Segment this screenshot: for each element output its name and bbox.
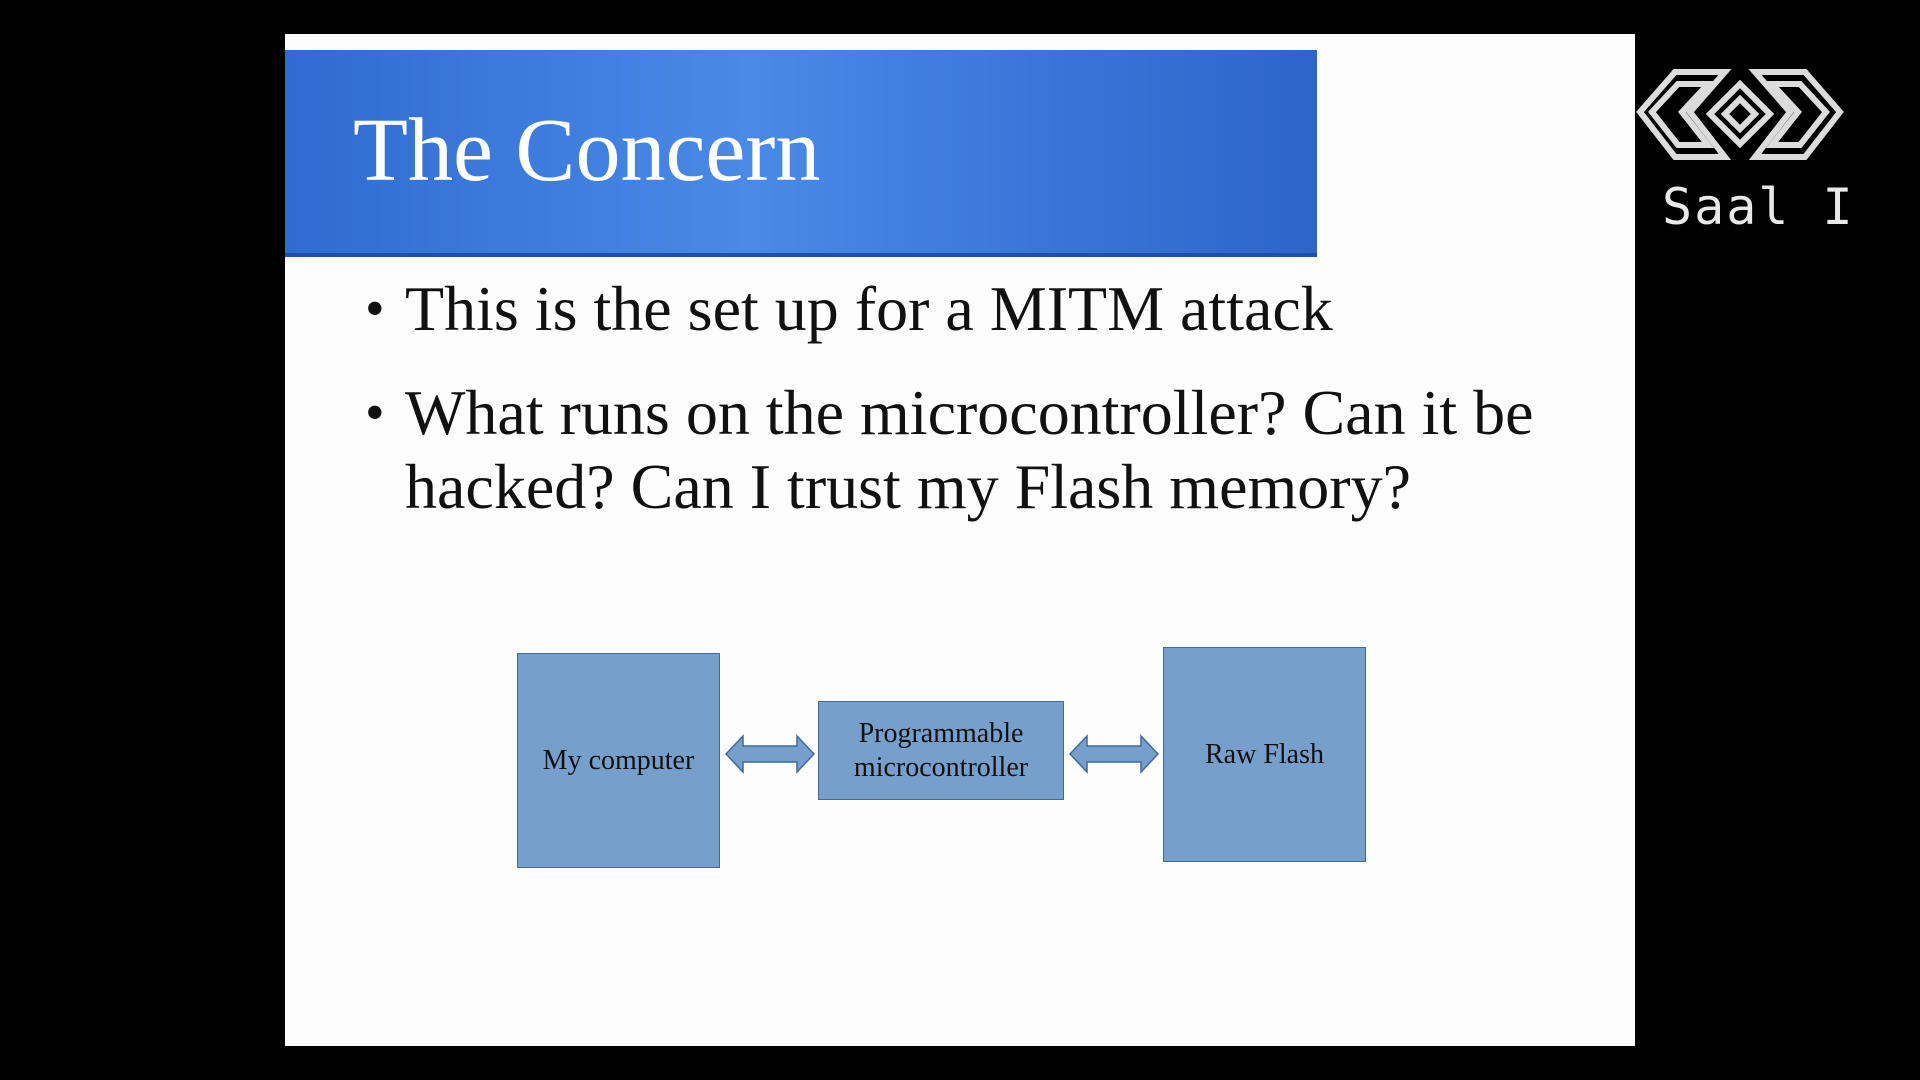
bullet-text: What runs on the microcontroller? Can it… xyxy=(405,377,1534,522)
slide-title: The Concern xyxy=(353,101,821,200)
bullet-list: • This is the set up for a MITM attack •… xyxy=(365,272,1585,554)
diagram-node-computer: My computer xyxy=(517,653,720,868)
room-label: Saal I xyxy=(1662,178,1855,236)
double-arrow-icon xyxy=(725,734,815,774)
slide: The Concern • This is the set up for a M… xyxy=(285,34,1635,1046)
bullet-item: • This is the set up for a MITM attack xyxy=(365,272,1585,346)
title-bar: The Concern xyxy=(285,50,1317,257)
node-label-line: Programmable xyxy=(858,717,1024,749)
double-arrow-icon xyxy=(1069,734,1159,774)
diagram-node-microcontroller: Programmable microcontroller xyxy=(818,701,1064,800)
node-label: My computer xyxy=(542,744,695,776)
bullet-item: • What runs on the microcontroller? Can … xyxy=(365,376,1585,524)
diagram-node-flash: Raw Flash xyxy=(1163,647,1366,862)
bullet-text: This is the set up for a MITM attack xyxy=(405,273,1333,344)
node-label: Programmable microcontroller xyxy=(854,717,1028,785)
conference-logo-icon xyxy=(1636,69,1844,160)
node-label: Raw Flash xyxy=(1205,738,1324,770)
bullet-icon: • xyxy=(365,382,385,444)
node-label-line: microcontroller xyxy=(853,751,1029,783)
bullet-icon: • xyxy=(365,278,385,340)
